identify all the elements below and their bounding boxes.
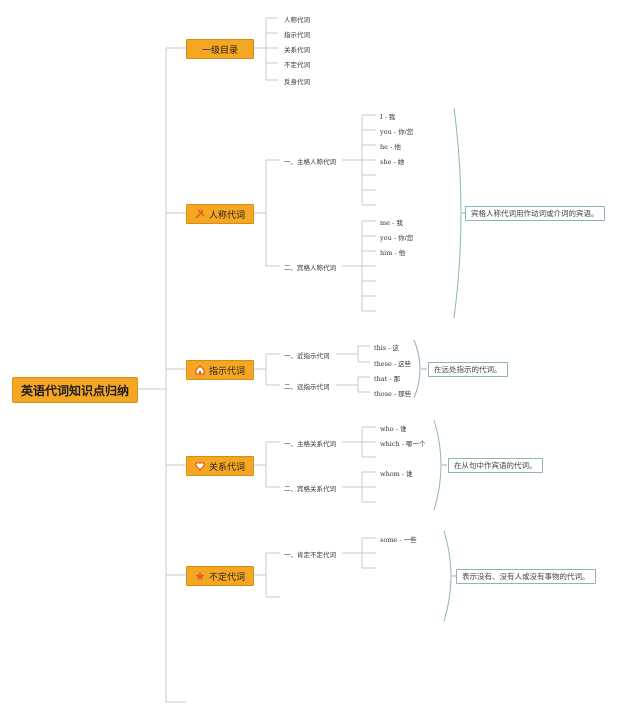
leaf-item[interactable]: that - 那 [374,375,401,383]
star-icon [195,571,206,582]
category-label: 人称代词 [208,210,245,221]
toc-item[interactable]: 反身代词 [284,78,310,86]
subtopic-node[interactable]: 一、肯定不定代词 [284,551,336,559]
leaf-item[interactable]: those - 那些 [374,390,412,398]
leaf-item[interactable]: him - 他 [380,249,406,257]
category-node-toc[interactable]: 一级目录 [186,39,254,59]
leaf-item[interactable]: some - 一些 [380,536,417,544]
category-node-relative[interactable]: 关系代词 [186,456,254,476]
summary-note[interactable]: 在从句中作宾语的代词。 [448,458,543,473]
heart-icon [195,461,206,472]
toc-item[interactable]: 指示代词 [284,31,310,39]
summary-note[interactable]: 表示没有、没有人或没有事物的代词。 [456,569,596,584]
leaf-item[interactable]: this - 这 [374,344,400,352]
subtopic-node[interactable]: 二、宾格人称代词 [284,264,336,272]
leaf-item[interactable]: he - 他 [380,143,401,151]
category-label: 一级目录 [201,45,238,56]
subtopic-node[interactable]: 一、主格人称代词 [284,158,336,166]
category-node-indefinite[interactable]: 不定代词 [186,566,254,586]
leaf-item[interactable]: whom - 谁 [380,470,413,478]
subtopic-node[interactable]: 一、主格关系代词 [284,440,336,448]
toc-item[interactable]: 不定代词 [284,61,310,69]
root-node[interactable]: 英语代词知识点归纳 [12,377,138,403]
summary-note[interactable]: 宾格人称代词用作动词或介词的宾语。 [465,206,605,221]
leaf-item[interactable]: I - 我 [380,113,396,121]
home-icon [195,365,206,376]
subtopic-node[interactable]: 一、近指示代词 [284,352,330,360]
leaf-item[interactable]: which - 哪一个 [380,440,426,448]
category-label: 指示代词 [208,366,245,377]
category-node-demonstrative[interactable]: 指示代词 [186,360,254,380]
subtopic-node[interactable]: 二、远指示代词 [284,383,330,391]
leaf-item[interactable]: you - 你/您 [380,128,414,136]
summary-note[interactable]: 在远处指示的代词。 [428,362,508,377]
category-label: 关系代词 [208,462,245,473]
category-node-personal[interactable]: 人称代词 [186,204,254,224]
leaf-item[interactable]: me - 我 [380,219,403,227]
subtopic-node[interactable]: 二、宾格关系代词 [284,485,336,493]
leaf-item[interactable]: these - 这些 [374,360,412,368]
category-label: 不定代词 [208,572,245,583]
toc-item[interactable]: 关系代词 [284,46,310,54]
leaf-item[interactable]: you - 你/您 [380,234,414,242]
toc-item[interactable]: 人称代词 [284,16,310,24]
leaf-item[interactable]: who - 谁 [380,425,407,433]
tools-icon [195,209,206,220]
leaf-item[interactable]: she - 她 [380,158,405,166]
